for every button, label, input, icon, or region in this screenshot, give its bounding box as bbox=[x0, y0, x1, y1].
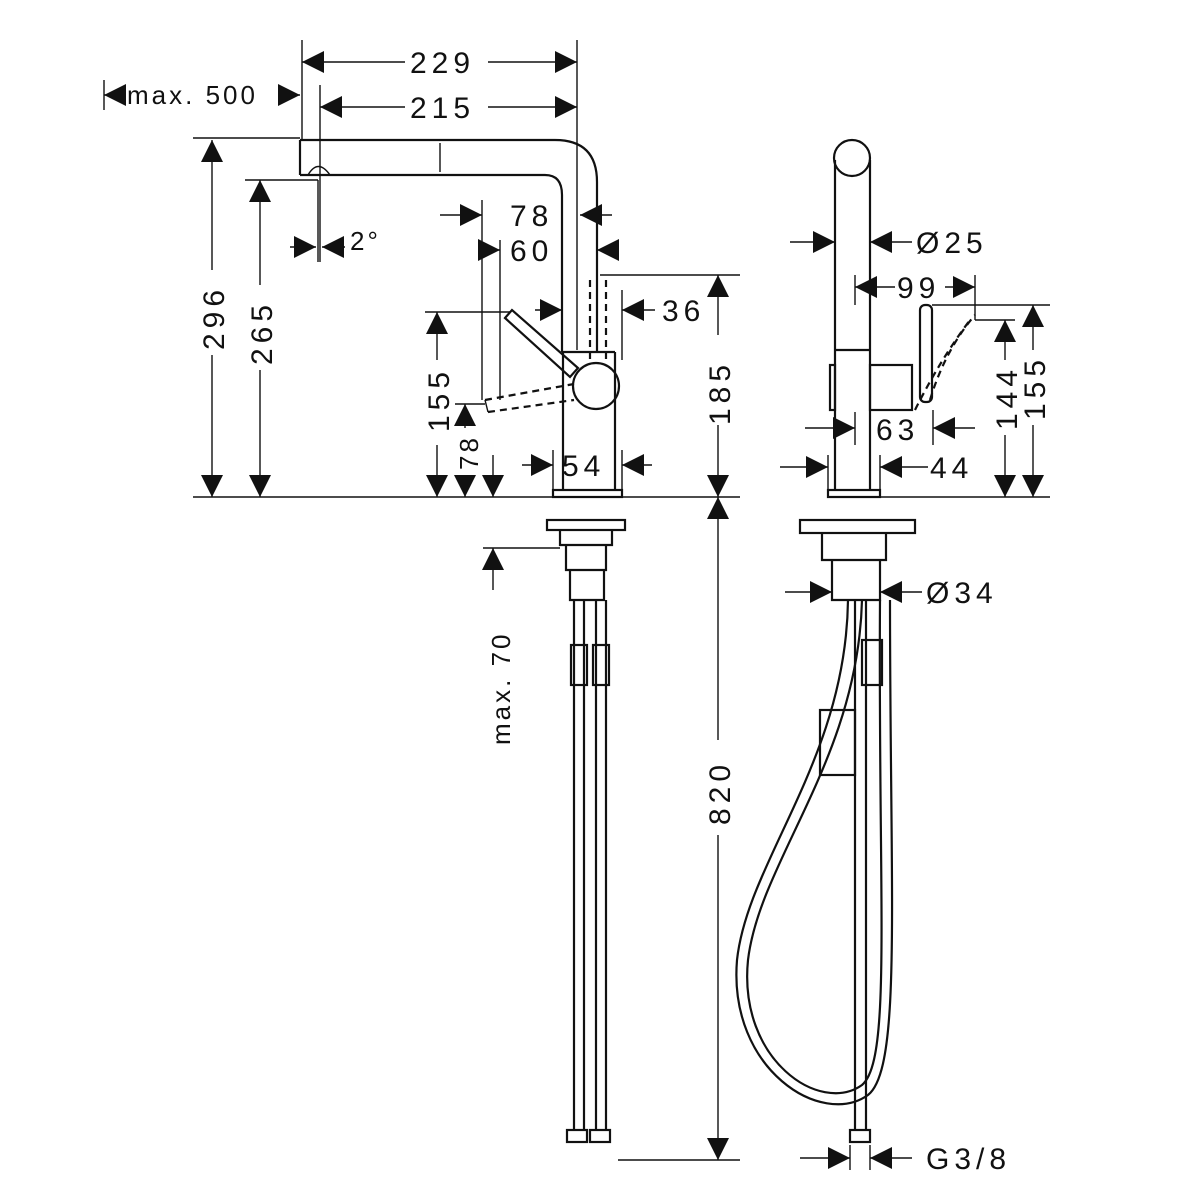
dim-144: 144 bbox=[991, 365, 1024, 430]
dim-155-side: 155 bbox=[1019, 355, 1052, 420]
dim-44: 44 bbox=[930, 452, 973, 485]
faucet-body bbox=[545, 280, 627, 1144]
side-view: Ø25 99 144 155 63 44 Ø34 bbox=[735, 138, 1052, 1176]
dim-54: 54 bbox=[562, 450, 605, 483]
side-spout-pipe bbox=[798, 138, 976, 602]
dim-diameter-34: Ø34 bbox=[926, 577, 998, 610]
dim-diameter-25: Ø25 bbox=[916, 227, 988, 260]
dim-185: 185 bbox=[704, 360, 737, 425]
dim-820: 820 bbox=[704, 760, 737, 825]
dim-max-500: max. 500 bbox=[127, 80, 258, 110]
dim-296: 296 bbox=[198, 285, 231, 350]
dimensions-side: Ø25 99 144 155 63 44 Ø34 bbox=[780, 227, 1052, 1176]
dim-155-front: 155 bbox=[423, 367, 456, 432]
front-view: 229 215 max. 500 296 265 2° 78 bbox=[103, 40, 740, 1161]
dim-g3-8: G3/8 bbox=[926, 1143, 1011, 1176]
dim-78-low: 78 bbox=[454, 435, 484, 470]
dim-max-70: max. 70 bbox=[486, 632, 516, 746]
dim-215: 215 bbox=[410, 92, 475, 125]
dim-2-degrees: 2° bbox=[350, 226, 381, 256]
lever-handle bbox=[484, 308, 621, 414]
spout bbox=[298, 138, 599, 352]
dim-63: 63 bbox=[876, 414, 919, 447]
dim-229: 229 bbox=[410, 47, 475, 80]
dim-99: 99 bbox=[897, 272, 940, 305]
dim-60: 60 bbox=[510, 235, 553, 268]
dimensions-front: 229 215 max. 500 296 265 2° 78 bbox=[103, 40, 740, 1161]
side-hoses bbox=[735, 599, 894, 1144]
dim-78-top: 78 bbox=[510, 200, 553, 233]
dim-265: 265 bbox=[246, 300, 279, 365]
dim-36: 36 bbox=[662, 295, 705, 328]
